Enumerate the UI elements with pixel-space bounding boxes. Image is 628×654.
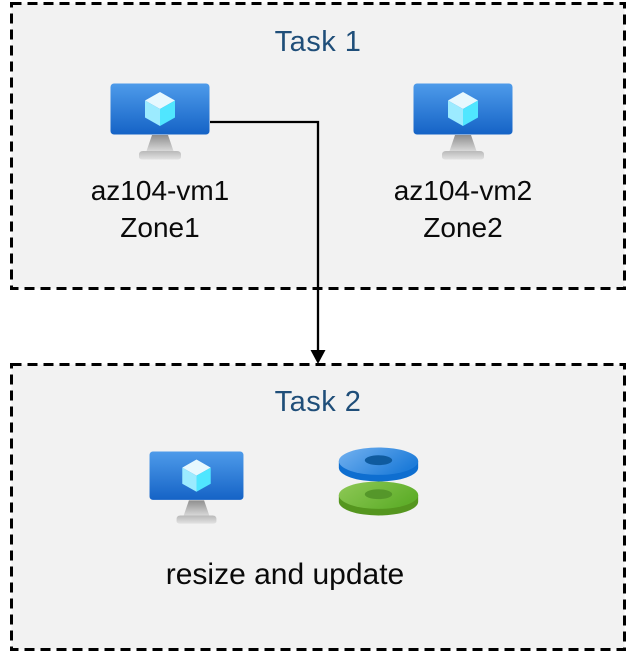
connector-line [210,120,320,351]
virtual-machine-icon [110,83,210,160]
task2-box [10,363,626,651]
task2-caption: resize and update [165,558,405,591]
vm1-name: az104-vm1 [90,175,230,206]
task1-title: Task 1 [274,26,362,58]
vm1-zone: Zone1 [120,212,200,243]
vm2-label: az104-vm2 Zone2 [353,172,573,246]
connector-arrowhead-icon [310,350,326,364]
managed-disks-icon [338,447,419,516]
vm2-zone: Zone2 [423,212,503,243]
task2-title: Task 2 [274,386,362,418]
virtual-machine-icon [413,83,513,160]
vm2-name: az104-vm2 [393,175,533,206]
virtual-machine-icon [149,451,244,524]
vm1-label: az104-vm1 Zone1 [50,172,270,246]
